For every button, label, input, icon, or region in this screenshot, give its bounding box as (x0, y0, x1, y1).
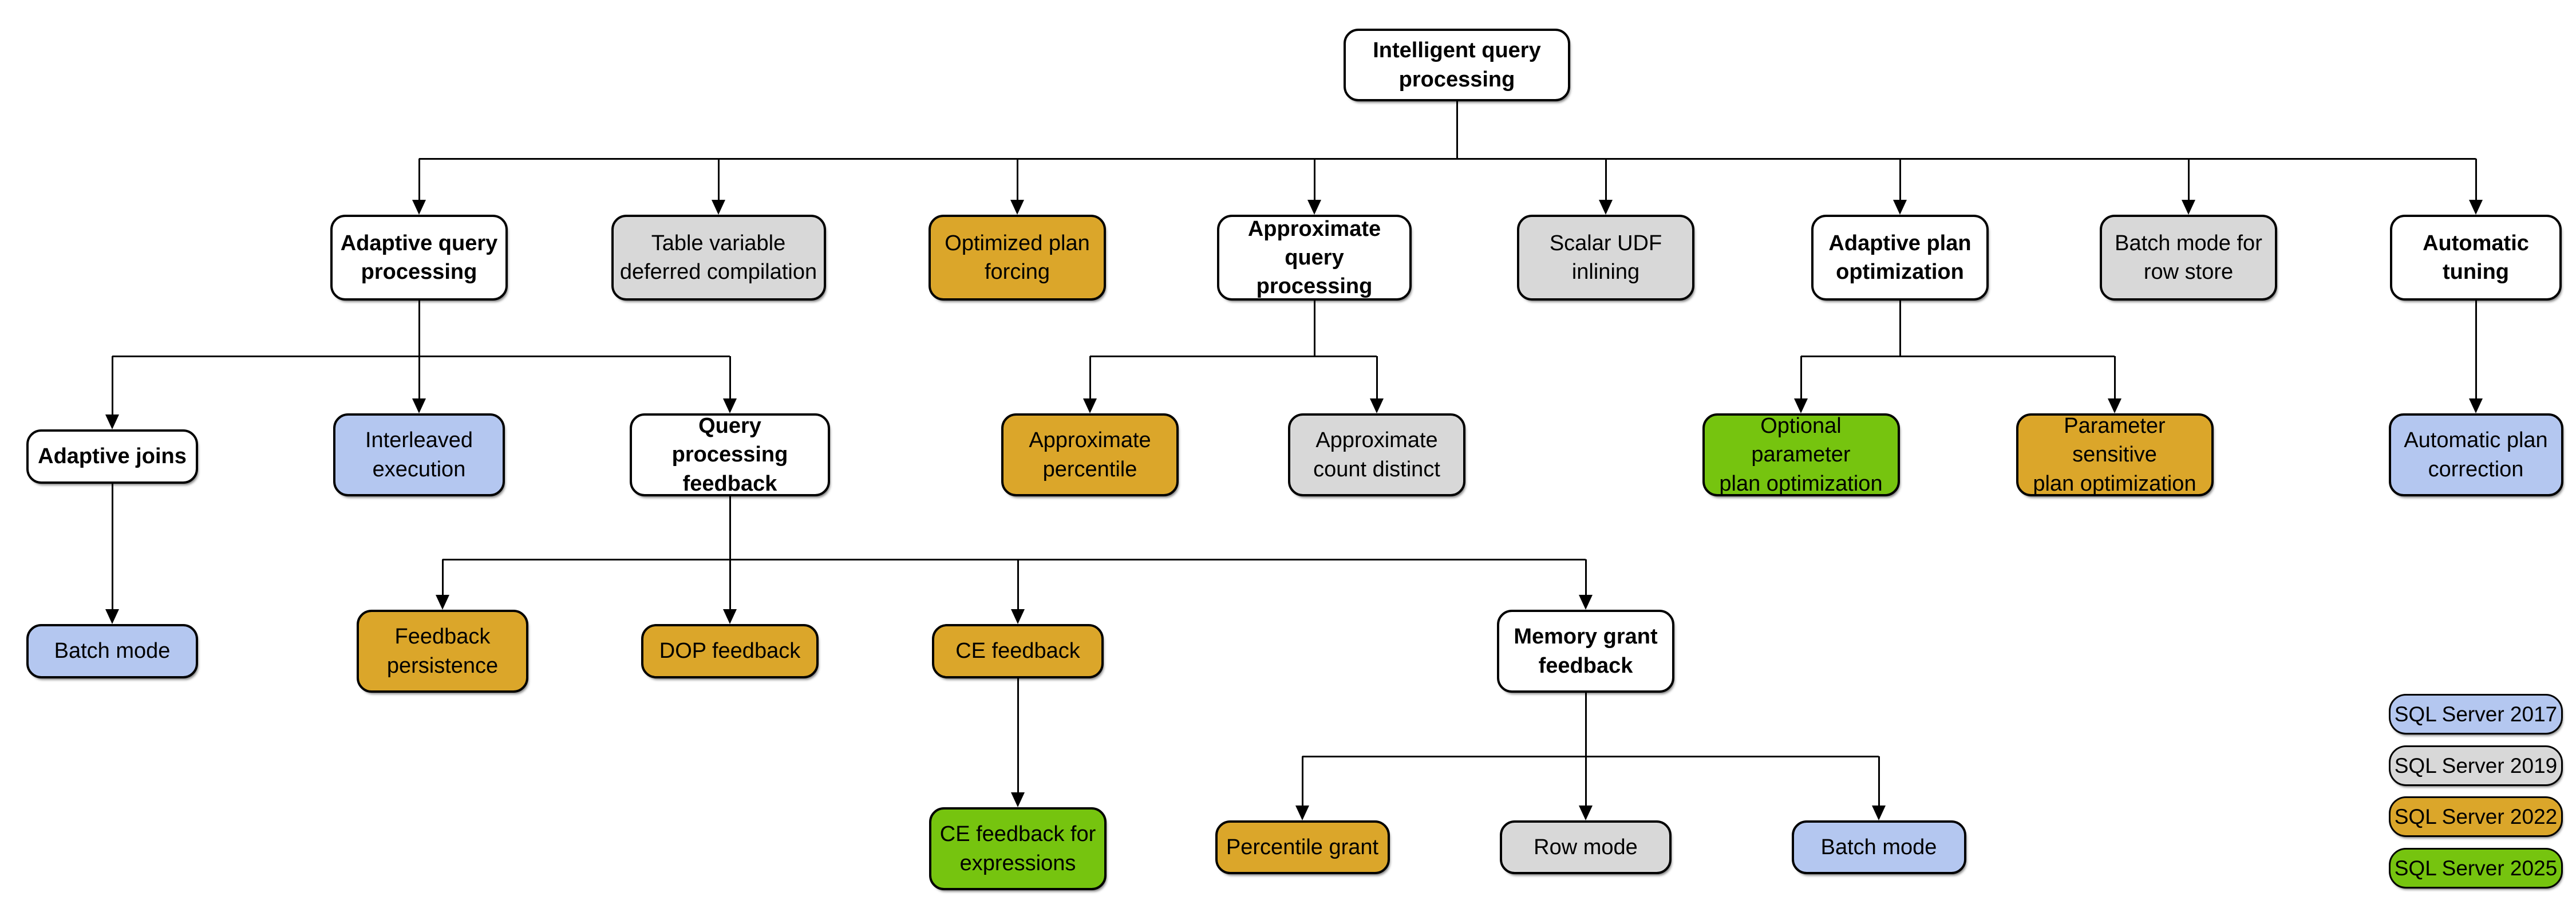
edge-line (1899, 159, 1901, 203)
edge-line (1313, 159, 1315, 203)
node-memory-grant-feedback: Memory grant feedback (1497, 610, 1674, 693)
edge-line (442, 558, 1586, 560)
node-approximate-percentile: Approximate percentile (1001, 413, 1179, 496)
edge-line (1376, 356, 1378, 402)
arrow-down-icon (1011, 792, 1025, 807)
edge-line (1878, 756, 1880, 809)
edge-line (441, 559, 444, 598)
legend-sql-server-2025: SQL Server 2025 (2389, 848, 2563, 889)
edge-line (729, 356, 731, 402)
node-automatic-plan-correction: Automatic plan correction (2388, 413, 2563, 496)
node-row-mode: Row mode (1500, 820, 1672, 874)
edge-line (2187, 159, 2190, 203)
node-feedback-persistence: Feedback persistence (357, 610, 528, 693)
node-parameter-sensitive-plan-optimization: Parameter sensitive plan optimization (2016, 413, 2214, 496)
node-adaptive-joins: Adaptive joins (26, 429, 198, 484)
edge-line (1016, 159, 1018, 203)
node-scalar-udf-inlining: Scalar UDF inlining (1517, 215, 1694, 301)
arrow-down-icon (436, 595, 449, 610)
edge-line (419, 157, 2476, 160)
edge-line (1456, 101, 1458, 159)
node-approximate-count-distinct: Approximate count distinct (1288, 413, 1465, 496)
node-ce-feedback: CE feedback (932, 624, 1104, 678)
edge-line (1302, 755, 1879, 757)
node-interleaved-execution: Interleaved execution (333, 413, 505, 496)
edge-line (1585, 559, 1587, 598)
arrow-down-icon (712, 200, 725, 215)
legend-sql-server-2019: SQL Server 2019 (2389, 745, 2563, 786)
edge-line (2113, 356, 2116, 402)
edge-line (1585, 693, 1587, 756)
node-automatic-tuning: Automatic tuning (2390, 215, 2562, 301)
node-approximate-query-processing: Approximate query processing (1217, 215, 1412, 301)
edge-line (2475, 159, 2477, 203)
edge-line (1585, 756, 1587, 809)
arrow-down-icon (2108, 398, 2121, 413)
edge-line (1089, 356, 1091, 402)
arrow-down-icon (412, 398, 426, 413)
edge-line (1801, 355, 2115, 357)
node-adaptive-query-processing: Adaptive query processing (330, 215, 508, 301)
edge-line (1899, 301, 1901, 356)
node-optimized-plan-forcing: Optimized plan forcing (929, 215, 1106, 301)
node-table-variable-deferred-compilation: Table variable deferred compilation (611, 215, 826, 301)
edge-line (112, 355, 730, 357)
node-adaptive-plan-optimization: Adaptive plan optimization (1811, 215, 1989, 301)
arrow-down-icon (1010, 200, 1024, 215)
node-batch-mode-memory-grant: Batch mode (1791, 820, 1966, 874)
edge-line (418, 159, 420, 203)
arrow-down-icon (1370, 398, 1384, 413)
arrow-down-icon (1794, 398, 1808, 413)
arrow-down-icon (1872, 806, 1886, 820)
node-optional-parameter-plan-optimization: Optional parameter plan optimization (1702, 413, 1900, 496)
arrow-down-icon (723, 398, 737, 413)
edge-line (111, 356, 113, 418)
edge-line (1017, 559, 1019, 613)
node-ce-feedback-for-expressions: CE feedback for expressions (929, 807, 1107, 890)
arrow-down-icon (412, 200, 426, 215)
arrow-down-icon (105, 414, 119, 429)
arrow-down-icon (105, 609, 119, 624)
edge-line (1313, 301, 1315, 356)
edge-line (111, 484, 113, 613)
arrow-down-icon (2182, 200, 2195, 215)
legend-sql-server-2022: SQL Server 2022 (2389, 796, 2563, 837)
edge-line (418, 356, 420, 402)
edge-line (2475, 301, 2477, 402)
arrow-down-icon (1295, 806, 1309, 820)
arrow-down-icon (723, 609, 737, 624)
edge-line (1017, 678, 1019, 796)
edge-line (729, 496, 731, 559)
node-dop-feedback: DOP feedback (641, 624, 819, 678)
arrow-down-icon (2469, 398, 2483, 413)
arrow-down-icon (1579, 806, 1593, 820)
arrow-down-icon (1893, 200, 1907, 215)
edge-line (729, 559, 731, 613)
arrow-down-icon (1599, 200, 1613, 215)
edge-line (1090, 355, 1377, 357)
edge-line (1800, 356, 1802, 402)
arrow-down-icon (2469, 200, 2483, 215)
arrow-down-icon (1011, 609, 1025, 624)
arrow-down-icon (1083, 398, 1097, 413)
edge-line (1301, 756, 1303, 809)
arrow-down-icon (1307, 200, 1321, 215)
node-batch-mode-for-row-store: Batch mode for row store (2100, 215, 2277, 301)
edge-line (418, 301, 420, 356)
node-percentile-grant: Percentile grant (1215, 820, 1390, 874)
node-query-processing-feedback: Query processing feedback (630, 413, 830, 496)
legend-sql-server-2017: SQL Server 2017 (2389, 694, 2563, 735)
node-batch-mode-adaptive-joins: Batch mode (26, 624, 198, 678)
edge-line (1605, 159, 1607, 203)
arrow-down-icon (1579, 595, 1593, 610)
edge-line (717, 159, 720, 203)
node-intelligent-query-processing: Intelligent query processing (1344, 29, 1570, 101)
